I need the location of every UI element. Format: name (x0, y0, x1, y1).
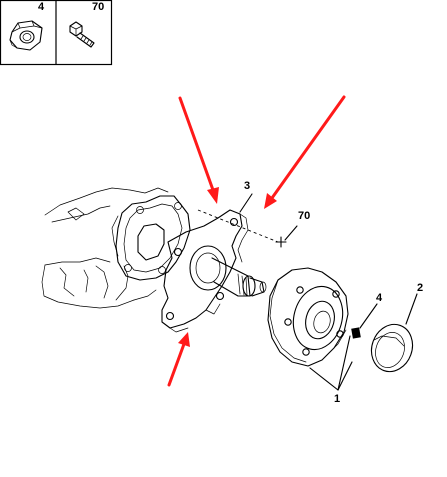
hex-nut-icon (9, 20, 43, 51)
red-arrow-upper-right (264, 95, 346, 209)
legend-item-nut-number: 4 (38, 1, 45, 13)
callout-1: 1 (334, 393, 340, 405)
backing-plate (115, 195, 191, 281)
red-arrow-upper-left (178, 96, 219, 204)
hub-cap (370, 323, 414, 373)
screw-assembly-line (197, 209, 279, 243)
callout-3: 3 (244, 180, 250, 192)
hub-bearing (267, 267, 349, 367)
axle-nut (351, 327, 361, 339)
hub-plate-stub-axle (161, 209, 267, 333)
parts-legend-box: 4 70 (0, 0, 113, 66)
red-arrow-lower (167, 332, 190, 387)
bolt-icon (69, 21, 95, 48)
screw-marker (275, 236, 287, 248)
legend-item-bolt-number: 70 (92, 1, 104, 13)
knuckle-housing (41, 187, 169, 309)
callout-2: 2 (417, 282, 423, 294)
callout-70: 70 (298, 210, 310, 222)
callout-4: 4 (376, 292, 383, 304)
callout-leaders (239, 193, 418, 391)
